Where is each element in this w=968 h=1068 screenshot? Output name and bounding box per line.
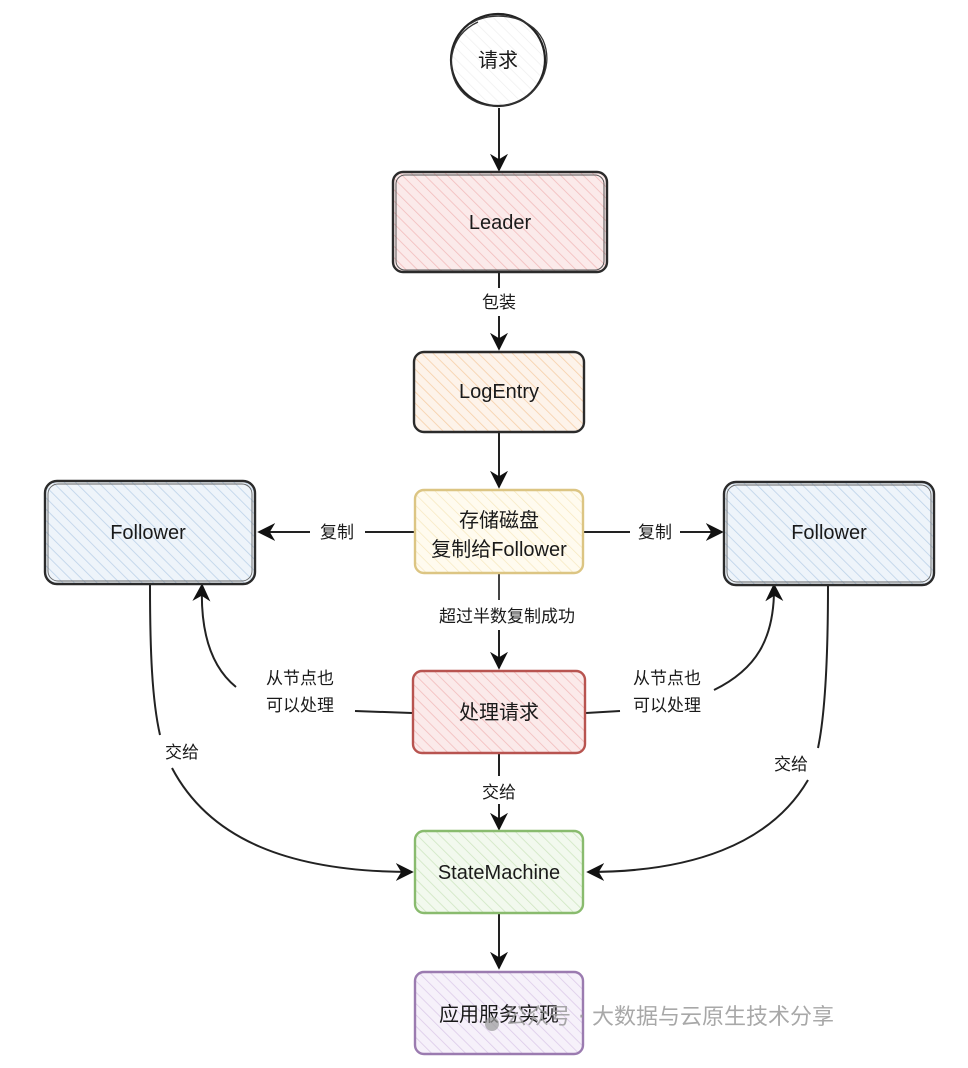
- edge-label-replicate-right: 复制: [638, 523, 672, 543]
- edge-label-follower-can-process-left-2: 可以处理: [266, 696, 334, 716]
- node-process-request[interactable]: 处理请求: [411, 669, 587, 755]
- node-follower-left-shape: [43, 479, 257, 586]
- node-follower-right-sketch-stroke: [726, 484, 932, 583]
- edge-follower-right-to-statemachine: [586, 779, 809, 881]
- node-leader[interactable]: Leader: [391, 170, 609, 274]
- edge-process-to-follower-right-curve: [713, 583, 784, 691]
- node-request[interactable]: 请求: [449, 12, 548, 108]
- node-leader-shape: [391, 170, 609, 274]
- edge-follower-left-to-statemachine: [171, 767, 414, 881]
- node-app-service[interactable]: 应用服务实现: [413, 970, 585, 1056]
- node-storage-label-line2: 复制给Follower: [431, 538, 567, 561]
- edge-follower-left-to-statemachine-top: [149, 584, 161, 736]
- node-storage-label-line1: 存储磁盘: [459, 509, 539, 532]
- node-request-label: 请求: [478, 49, 518, 72]
- edge-label-wrap: 包装: [482, 293, 516, 313]
- node-follower-right-shape: [722, 480, 936, 587]
- node-process-request-shape: [411, 669, 587, 755]
- node-app-service-label: 应用服务实现: [439, 1003, 559, 1026]
- nodes: 请求 Leader LogEntry 存储磁盘 复制给Follower Foll…: [43, 12, 936, 1056]
- node-logentry[interactable]: LogEntry: [412, 350, 586, 434]
- node-follower-left-label: Follower: [110, 522, 186, 544]
- edge-label-handoff-right: 交给: [774, 755, 808, 775]
- edge-label-follower-can-process-right-1: 从节点也: [633, 669, 701, 689]
- node-leader-label: Leader: [469, 212, 532, 234]
- edge-label-replicate-left: 复制: [320, 523, 354, 543]
- node-follower-left[interactable]: Follower: [43, 479, 257, 586]
- watermark: 公众号 · 大数据与云原生技术分享: [485, 1005, 834, 1031]
- node-logentry-label: LogEntry: [459, 381, 539, 403]
- node-storage-shape: [413, 488, 585, 575]
- edge-process-to-follower-right: [585, 710, 621, 714]
- node-follower-right[interactable]: Follower: [722, 480, 936, 587]
- node-statemachine-label: StateMachine: [438, 862, 560, 884]
- watermark-text: 公众号 · 大数据与云原生技术分享: [505, 1005, 834, 1030]
- node-follower-right-label: Follower: [791, 522, 867, 544]
- node-process-request-label: 处理请求: [459, 701, 539, 724]
- edges: 包装 复制 复制 超过半数复制成功 从节点也 可以处理 从节点也 可以处理 交给: [149, 108, 829, 970]
- node-follower-left-sketch-stroke: [47, 483, 253, 582]
- edge-label-handoff-left: 交给: [165, 743, 199, 763]
- node-logentry-shape: [412, 350, 586, 434]
- edge-process-to-follower-left: [354, 710, 413, 714]
- node-statemachine-shape: [413, 829, 585, 915]
- edge-label-follower-can-process-right-2: 可以处理: [633, 696, 701, 716]
- edge-label-majority-replicated: 超过半数复制成功: [439, 607, 575, 627]
- node-leader-sketch-stroke: [395, 174, 605, 271]
- node-request-sketch-stroke: [450, 15, 548, 107]
- edge-follower-right-to-statemachine-top: [817, 584, 829, 749]
- node-app-service-shape: [413, 970, 585, 1056]
- watermark-logo-icon: [485, 1017, 499, 1031]
- edge-label-handoff-center: 交给: [482, 783, 516, 803]
- edge-label-follower-can-process-left-1: 从节点也: [266, 669, 334, 689]
- edge-process-to-follower-left-curve: [192, 583, 237, 688]
- node-statemachine[interactable]: StateMachine: [413, 829, 585, 915]
- node-storage[interactable]: 存储磁盘 复制给Follower: [413, 488, 585, 575]
